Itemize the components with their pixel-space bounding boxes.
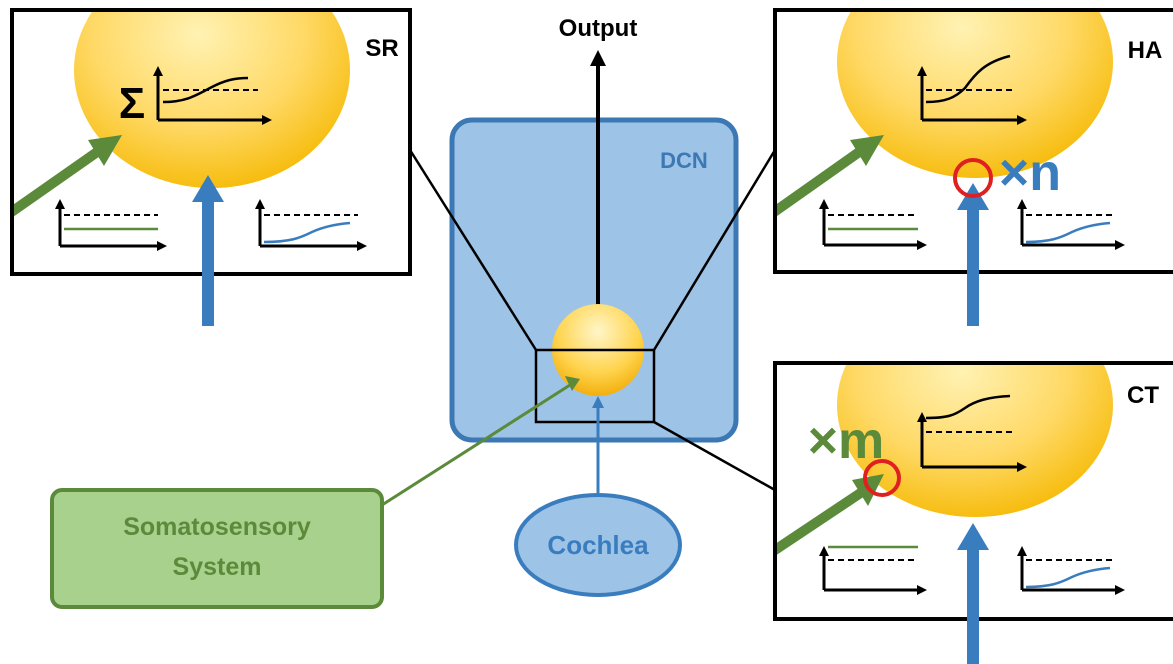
sr-output-plot (153, 66, 272, 125)
somatosensory-arrow (381, 383, 571, 507)
ct-blue-arrowhead (957, 523, 989, 550)
sr-cochlea-plot (255, 199, 367, 251)
ct-somato-plot (819, 545, 927, 595)
ha-cochlea-plot (1017, 199, 1125, 250)
zoom-line-ct (653, 420, 776, 492)
zoom-line-ha (652, 149, 777, 351)
panel-sr: SR Σ (10, 8, 412, 326)
sr-neuron (74, 10, 350, 188)
dcn-box (449, 117, 739, 443)
ha-synapse-highlight (953, 158, 993, 198)
somatosensory-label-line2: System (173, 553, 262, 581)
ct-label: CT (1127, 382, 1159, 409)
sr-somato-plot (55, 199, 167, 251)
times-m-label: ×m (808, 412, 885, 470)
dcn-label: DCN (660, 148, 708, 173)
sr-label: SR (365, 35, 398, 62)
ct-cochlea-plot (1017, 546, 1125, 595)
sr-green-arrowhead (88, 135, 122, 166)
ct-output-plot (917, 394, 1027, 472)
sigma-symbol: Σ (119, 79, 145, 128)
times-n-label: ×n (999, 144, 1061, 202)
panel-ct: ×m CT (773, 361, 1173, 664)
sr-blue-arrowhead (192, 175, 224, 202)
ct-neuron (837, 363, 1113, 517)
somatosensory-arrowhead (565, 376, 580, 391)
ha-somato-plot (819, 199, 927, 250)
somatosensory-node (50, 488, 384, 609)
ha-neuron (837, 10, 1113, 178)
ct-synapse-highlight (863, 459, 901, 497)
panel-ha: ×n HA (773, 8, 1173, 326)
ha-label: HA (1128, 37, 1163, 64)
cochlea-arrowhead (592, 396, 604, 408)
zoom-box (534, 348, 656, 424)
output-label: Output (559, 15, 638, 42)
output-arrowhead (590, 50, 606, 66)
ha-output-plot (917, 54, 1027, 125)
ha-green-arrowhead (850, 135, 884, 166)
zoom-line-sr (408, 149, 538, 351)
cochlea-label: Cochlea (547, 530, 649, 560)
somatosensory-label-line1: Somatosensory (123, 513, 311, 541)
